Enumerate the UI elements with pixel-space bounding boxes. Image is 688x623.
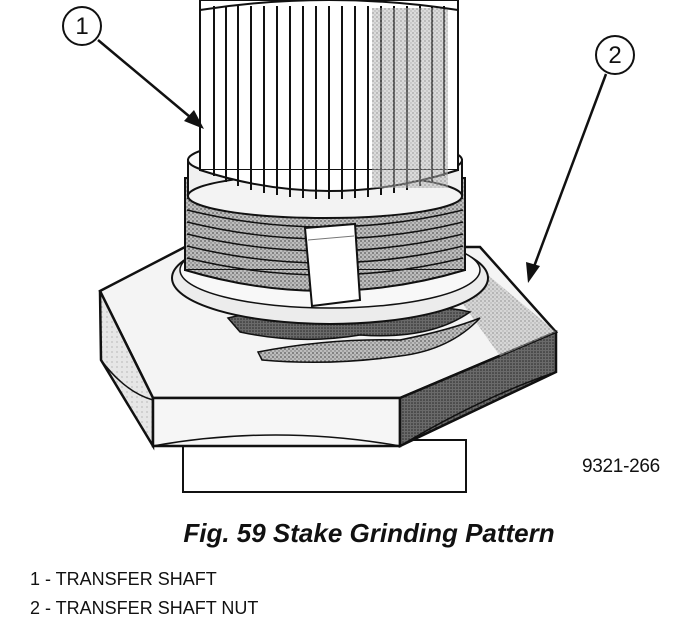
figure-reference-code: 9321-266 bbox=[582, 456, 660, 477]
stake-grinding-illustration: 1 2 bbox=[62, 0, 635, 493]
legend-item: 1 - TRANSFER SHAFT bbox=[30, 569, 217, 589]
callout-1-number: 1 bbox=[75, 13, 88, 40]
legend: 1 - TRANSFER SHAFT 2 - TRANSFER SHAFT NU… bbox=[30, 565, 258, 623]
callout-1: 1 bbox=[62, 6, 204, 129]
callout-2-number: 2 bbox=[608, 42, 621, 69]
figure-caption: Fig. 59 Stake Grinding Pattern bbox=[183, 518, 555, 548]
legend-item: 2 - TRANSFER SHAFT NUT bbox=[30, 598, 259, 618]
callout-2: 2 bbox=[526, 35, 635, 283]
shaft-stub bbox=[182, 439, 467, 493]
transfer-shaft bbox=[199, 0, 459, 199]
